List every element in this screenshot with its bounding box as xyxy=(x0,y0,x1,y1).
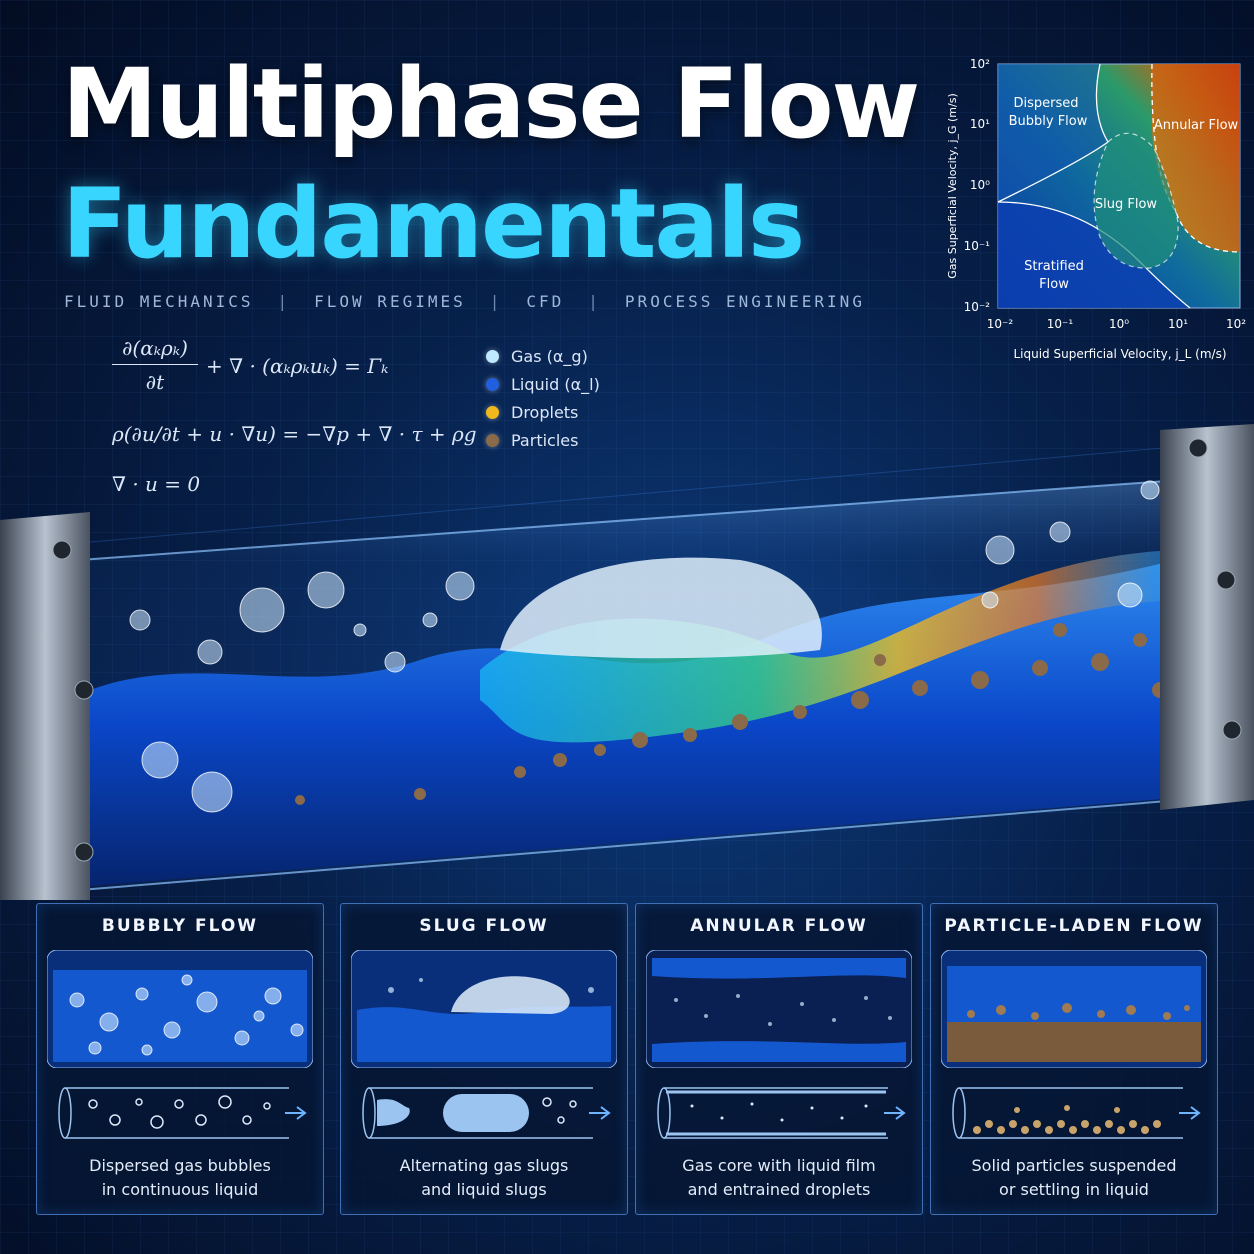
boundary-line xyxy=(1095,63,1109,143)
fraction-bar xyxy=(112,364,198,365)
card-description-line: Dispersed gas bubbles xyxy=(89,1156,271,1175)
card-description-line: Alternating gas slugs xyxy=(399,1156,569,1175)
flow-map-svg: Dispersed Bubbly Flow Annular Flow Slug … xyxy=(946,57,1246,361)
flange-bolts xyxy=(52,438,1242,862)
card-description-line: or settling in liquid xyxy=(999,1180,1149,1199)
tag-fluid-mechanics: FLUID MECHANICS xyxy=(64,292,254,311)
topic-tags: FLUID MECHANICS | FLOW REGIMES | CFD | P… xyxy=(64,292,865,311)
pipe-svg xyxy=(0,424,1254,900)
flow-arrow-icon xyxy=(1179,1106,1201,1120)
flow-arrow-icon xyxy=(589,1106,611,1120)
legend-label: Droplets xyxy=(511,402,579,422)
particle-laden-flow-schematic xyxy=(952,1087,1201,1139)
particle-laden-flow-image xyxy=(941,950,1207,1068)
x-tick: 10² xyxy=(1226,317,1246,331)
card-description: Alternating gas slugs and liquid slugs xyxy=(341,1154,627,1202)
card-description: Solid particles suspended or settling in… xyxy=(931,1154,1217,1202)
region-label-dispersed-2: Bubbly Flow xyxy=(1009,114,1088,129)
y-tick: 10⁻¹ xyxy=(964,239,991,253)
region-label-stratified-1: Stratified xyxy=(1024,259,1084,274)
legend-item-gas: Gas (α_g) xyxy=(486,342,600,370)
cfd-velocity-band xyxy=(480,550,1175,743)
card-particle-laden-flow: PARTICLE-LADEN FLOW Solid particles xyxy=(930,903,1218,1215)
annular-flow-schematic xyxy=(657,1087,906,1139)
slug-flow-schematic xyxy=(362,1087,611,1139)
legend-item-liquid: Liquid (α_l) xyxy=(486,370,600,398)
dispersed-region xyxy=(998,64,1108,202)
legend-label: Particles xyxy=(511,430,579,450)
boundary-line xyxy=(997,141,1109,203)
card-description-line: Gas core with liquid film xyxy=(682,1156,876,1175)
liquid-dot-icon xyxy=(486,377,499,391)
phase-legend: Gas (α_g) Liquid (α_l) Droplets Particle… xyxy=(486,342,600,454)
region-label-stratified-2: Flow xyxy=(1039,277,1069,292)
y-tick: 10⁻² xyxy=(964,300,991,314)
annular-flow-image xyxy=(646,950,912,1068)
card-title: ANNULAR FLOW xyxy=(690,916,868,936)
legend-label: Liquid (α_l) xyxy=(511,374,600,394)
gas-bubbles xyxy=(129,480,1160,813)
streamline xyxy=(0,439,1254,551)
region-label-slug: Slug Flow xyxy=(1095,197,1158,212)
continuity-equation: + ∇ · (αₖρₖuₖ) = Γₖ xyxy=(206,354,389,378)
tag-process-engineering: PROCESS ENGINEERING xyxy=(624,292,865,311)
y-tick: 10² xyxy=(970,57,990,71)
slug-flow-image xyxy=(351,950,617,1068)
solid-particles xyxy=(295,623,1168,805)
card-title: BUBBLY FLOW xyxy=(101,916,259,936)
card-annular-flow: ANNULAR FLOW Gas core with liquid film a… xyxy=(635,903,923,1215)
bubbly-flow-image xyxy=(47,950,313,1068)
card-title: PARTICLE-LADEN FLOW xyxy=(944,916,1204,936)
x-tick: 10¹ xyxy=(1168,317,1188,331)
legend-item-droplets: Droplets xyxy=(486,398,600,426)
gas-dot-icon xyxy=(486,349,499,363)
x-tick: 10⁻² xyxy=(987,317,1014,331)
droplet-dot-icon xyxy=(486,405,499,419)
flow-arrow-icon xyxy=(884,1106,906,1120)
tag-separator: | xyxy=(588,292,601,311)
title-line-1: Multiphase Flow xyxy=(62,48,920,160)
momentum-equation: ρ(∂u/∂t + u · ∇u) = −∇p + ∇ · τ + ρg xyxy=(112,422,477,446)
card-description-line: and entrained droplets xyxy=(687,1180,871,1199)
y-tick: 10⁰ xyxy=(970,178,990,192)
stratified-region xyxy=(998,202,1190,308)
region-label-annular: Annular Flow xyxy=(1154,118,1239,133)
flow-regime-cards: BUBBLY FLOW Dispersed gas bubbles in con… xyxy=(36,903,1218,1215)
pipe-illustration xyxy=(0,400,1254,900)
slug-region xyxy=(1093,132,1179,269)
particle-dot-icon xyxy=(486,433,499,447)
tag-separator: | xyxy=(277,292,291,311)
card-slug-flow: SLUG FLOW Alternating gas slugs and liqu… xyxy=(340,903,628,1215)
bubbly-flow-schematic xyxy=(58,1087,307,1139)
tag-cfd: CFD xyxy=(526,292,565,311)
continuity-numerator: ∂(αₖρₖ) xyxy=(122,336,188,360)
card-description-line: Solid particles suspended xyxy=(971,1156,1177,1175)
tag-separator: | xyxy=(489,292,503,311)
title-line-2: Fundamentals xyxy=(62,168,805,280)
gas-slug xyxy=(500,557,822,659)
region-label-dispersed-1: Dispersed xyxy=(1013,96,1078,111)
y-axis-label: Gas Superficial Velocity, j_G (m/s) xyxy=(946,93,959,279)
x-tick: 10⁻¹ xyxy=(1047,317,1074,331)
legend-item-particles: Particles xyxy=(486,426,600,454)
legend-label: Gas (α_g) xyxy=(511,346,588,366)
left-flange xyxy=(0,512,90,900)
card-title: SLUG FLOW xyxy=(419,916,549,936)
incompressibility-equation: ∇ · u = 0 xyxy=(112,472,201,496)
tag-flow-regimes: FLOW REGIMES xyxy=(314,292,466,311)
x-axis-label: Liquid Superficial Velocity, j_L (m/s) xyxy=(1013,347,1226,361)
card-description-line: and liquid slugs xyxy=(421,1180,547,1199)
flow-arrow-icon xyxy=(285,1106,307,1120)
flow-regime-map: Dispersed Bubbly Flow Annular Flow Slug … xyxy=(940,52,1250,372)
card-description-line: in continuous liquid xyxy=(101,1180,259,1199)
right-flange xyxy=(1160,424,1254,810)
continuity-denominator: ∂t xyxy=(145,370,165,394)
card-description: Dispersed gas bubbles in continuous liqu… xyxy=(37,1154,323,1202)
card-bubbly-flow: BUBBLY FLOW Dispersed gas bubbles in con… xyxy=(36,903,324,1215)
card-description: Gas core with liquid film and entrained … xyxy=(636,1154,922,1202)
y-tick: 10¹ xyxy=(970,117,990,131)
x-tick: 10⁰ xyxy=(1109,317,1129,331)
